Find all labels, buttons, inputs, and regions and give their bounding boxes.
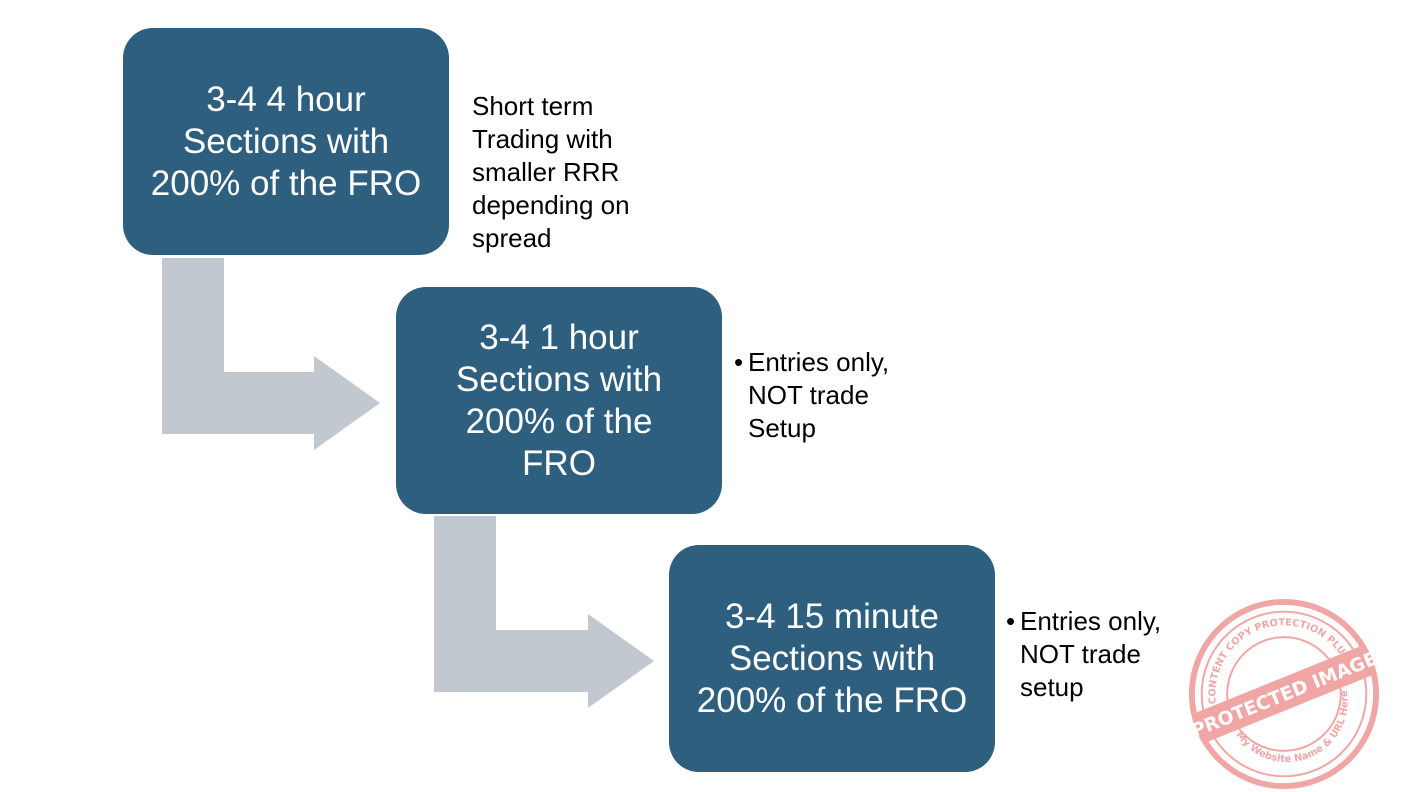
note-bullet-15-minute: • xyxy=(1006,606,1016,636)
note-bullet-1-hour: • xyxy=(734,347,744,377)
note-text-15-minute: Entries only, NOT trade setup xyxy=(1020,606,1162,702)
note-1-hour: • Entries only, NOT trade Setup xyxy=(734,346,974,445)
note-text-4-hour: Short term Trading with smaller RRR depe… xyxy=(472,91,630,253)
step-box-4-hour: 3-4 4 hour Sections with 200% of the FRO xyxy=(123,28,449,255)
protected-image-stamp: WP CONTENT COPY PROTECTION PLUGIN My Web… xyxy=(1186,596,1380,790)
step-box-1-hour: 3-4 1 hour Sections with 200% of the FRO xyxy=(396,287,722,514)
step-box-15-minute: 3-4 15 minute Sections with 200% of the … xyxy=(669,545,995,772)
note-15-minute: • Entries only, NOT trade setup xyxy=(1006,605,1246,704)
flow-arrow-2 xyxy=(434,516,654,708)
note-4-hour: Short term Trading with smaller RRR depe… xyxy=(472,57,692,255)
step-label-15-minute: 3-4 15 minute Sections with 200% of the … xyxy=(696,596,968,720)
step-label-1-hour: 3-4 1 hour Sections with 200% of the FRO xyxy=(455,317,663,483)
note-text-1-hour: Entries only, NOT trade Setup xyxy=(748,347,890,443)
flow-arrow-1 xyxy=(162,258,380,450)
step-label-4-hour: 3-4 4 hour Sections with 200% of the FRO xyxy=(150,79,422,203)
